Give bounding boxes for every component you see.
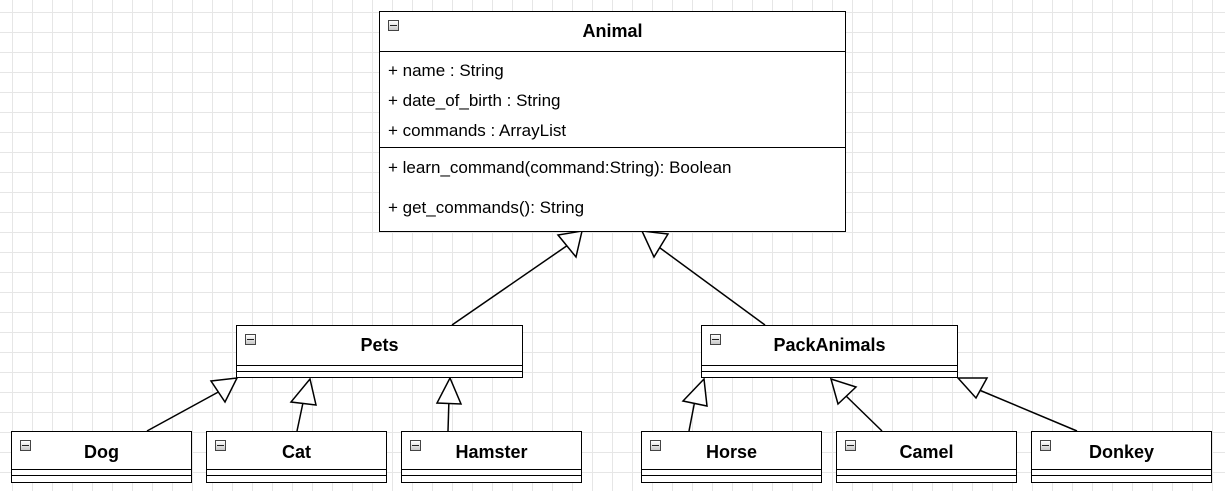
generalization-hamster-pets[interactable] — [435, 376, 463, 432]
class-cat[interactable]: Cat — [206, 431, 387, 483]
class-name: Horse — [705, 442, 758, 462]
attributes-section — [642, 470, 821, 476]
collapse-icon[interactable] — [245, 334, 256, 345]
attribute-row[interactable]: + commands : ArrayList — [388, 121, 567, 140]
collapse-icon[interactable] — [1040, 440, 1051, 451]
attributes-section — [237, 366, 522, 372]
attributes-section: + name : String + date_of_birth : String… — [380, 52, 845, 148]
operations-section — [402, 476, 581, 482]
attributes-section — [1032, 470, 1211, 476]
attributes-section — [702, 366, 957, 372]
class-name: Donkey — [1088, 442, 1155, 462]
class-packanimals-header: PackAnimals — [702, 326, 957, 366]
operations-section — [207, 476, 386, 482]
class-dog[interactable]: Dog — [11, 431, 192, 483]
class-animal-header: Animal — [380, 12, 845, 52]
operation-row[interactable]: + learn_command(command:String): Boolean — [388, 158, 732, 177]
generalization-donkey-packanimals[interactable] — [956, 377, 1078, 432]
generalization-camel-packanimals[interactable] — [829, 377, 883, 432]
generalization-horse-packanimals[interactable] — [681, 377, 708, 432]
class-animal[interactable]: Animal + name : String + date_of_birth :… — [379, 11, 846, 232]
collapse-icon[interactable] — [650, 440, 661, 451]
collapse-icon[interactable] — [845, 440, 856, 451]
class-horse-header: Horse — [642, 432, 821, 470]
class-donkey-header: Donkey — [1032, 432, 1211, 470]
collapse-icon[interactable] — [710, 334, 721, 345]
operations-section — [837, 476, 1016, 482]
class-packanimals[interactable]: PackAnimals — [701, 325, 958, 378]
attributes-section — [12, 470, 191, 476]
operations-section — [702, 372, 957, 378]
class-name: Hamster — [455, 442, 528, 462]
operations-section: + learn_command(command:String): Boolean… — [380, 148, 845, 230]
class-camel-header: Camel — [837, 432, 1016, 470]
operations-section — [642, 476, 821, 482]
class-horse[interactable]: Horse — [641, 431, 822, 483]
class-hamster-header: Hamster — [402, 432, 581, 470]
class-name: Animal — [582, 21, 643, 41]
class-pets-header: Pets — [237, 326, 522, 366]
attributes-section — [207, 470, 386, 476]
class-cat-header: Cat — [207, 432, 386, 470]
class-name: PackAnimals — [773, 335, 886, 355]
class-hamster[interactable]: Hamster — [401, 431, 582, 483]
operations-section — [12, 476, 191, 482]
generalization-dog-pets[interactable] — [146, 377, 239, 432]
collapse-icon[interactable] — [388, 20, 399, 31]
operation-row[interactable]: + get_commands(): String — [388, 198, 585, 217]
class-name: Camel — [899, 442, 954, 462]
attributes-section — [837, 470, 1016, 476]
collapse-icon[interactable] — [410, 440, 421, 451]
operations-section — [1032, 476, 1211, 482]
attribute-row[interactable]: + name : String — [388, 61, 504, 80]
attribute-row[interactable]: + date_of_birth : String — [388, 91, 561, 110]
generalization-packanimals-animal[interactable] — [640, 230, 766, 326]
class-name: Dog — [84, 442, 119, 462]
class-camel[interactable]: Camel — [836, 431, 1017, 483]
class-name: Cat — [281, 442, 311, 462]
collapse-icon[interactable] — [215, 440, 226, 451]
class-donkey[interactable]: Donkey — [1031, 431, 1212, 483]
generalization-pets-animal[interactable] — [451, 230, 583, 326]
operations-section — [237, 372, 522, 378]
generalization-cat-pets[interactable] — [289, 377, 317, 432]
class-name: Pets — [360, 335, 399, 355]
class-dog-header: Dog — [12, 432, 191, 470]
class-pets[interactable]: Pets — [236, 325, 523, 378]
attributes-section — [402, 470, 581, 476]
collapse-icon[interactable] — [20, 440, 31, 451]
